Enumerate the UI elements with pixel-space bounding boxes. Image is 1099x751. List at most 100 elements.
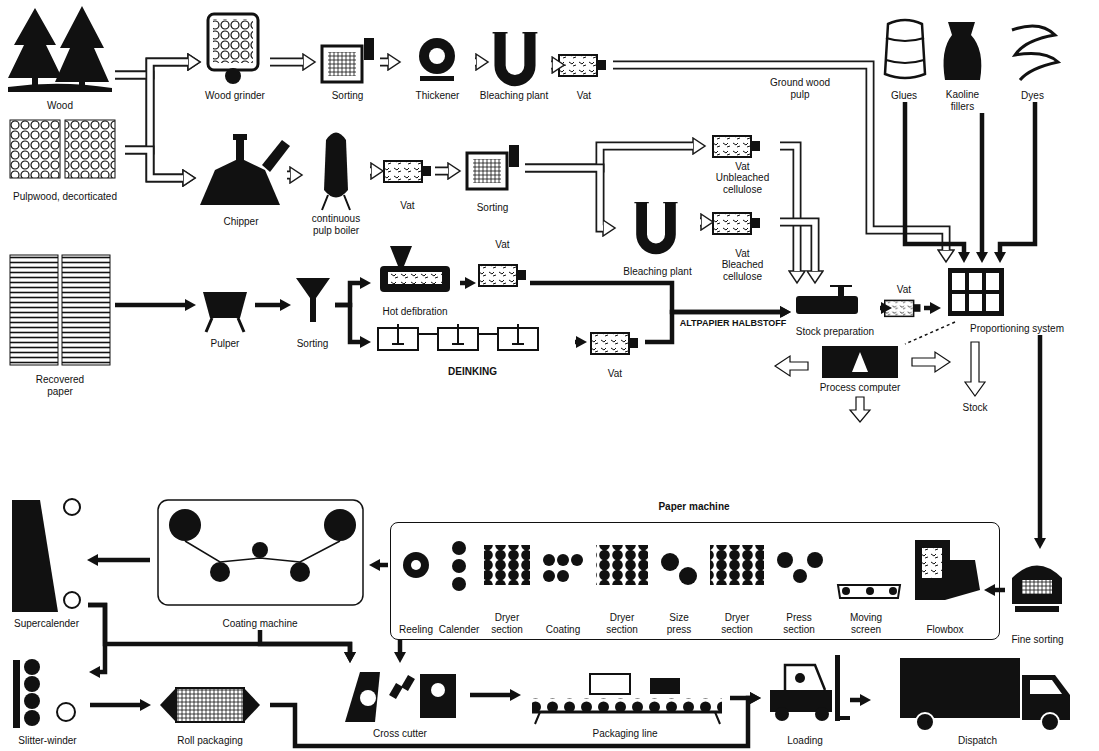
- flow-arrow: [260, 630, 350, 652]
- paper-machine-rolls: [571, 554, 583, 566]
- packaging-line-icon: [590, 674, 630, 694]
- defibrator-icon: [380, 266, 450, 292]
- station-label: DEINKING: [448, 366, 497, 378]
- supercalender-icon: [64, 592, 80, 608]
- note-label: Stock: [960, 402, 989, 414]
- truck-icon: [1030, 680, 1062, 694]
- flow-arrow: [780, 222, 815, 271]
- stock-prep-icon: [796, 296, 858, 314]
- paper-machine-rolls: [889, 587, 897, 595]
- flow-label: ALTPAPIER HALBSTOFF: [678, 318, 789, 328]
- station-label: Cross cutter: [373, 728, 427, 740]
- flow-arrow: [780, 222, 815, 271]
- packaging-line-icon: [535, 712, 720, 724]
- vat-icon: [713, 213, 760, 234]
- vat-icon: [713, 136, 760, 157]
- cross-cutter-icon: [345, 672, 456, 722]
- paper-machine-rolls: [922, 548, 942, 578]
- paper-machine-rolls: [557, 570, 569, 582]
- station-label: Vat: [735, 161, 749, 173]
- flow-arrow: [435, 171, 448, 172]
- process-station: Pulpwood, decorticated: [5, 115, 125, 203]
- process-station: continuous pulp boiler: [302, 125, 370, 237]
- pulper-icon: [203, 292, 247, 332]
- machine-frame: [390, 522, 1000, 640]
- barrel-icon: [885, 20, 925, 78]
- process-station: Coating machine: [150, 495, 370, 630]
- flow-arrow: [370, 168, 371, 174]
- process-station: Press section: [770, 525, 828, 636]
- tree-icon: [8, 84, 112, 92]
- paper-machine-rolls: [452, 541, 466, 555]
- station-label: Calender: [439, 624, 480, 636]
- paper-machine-rolls: [411, 560, 421, 570]
- flow-arrow: [460, 283, 465, 284]
- station-label: Bleached cellulose: [718, 259, 768, 282]
- process-station: Sorting: [290, 270, 335, 350]
- station-label: Recovered paper: [35, 374, 85, 397]
- coating-machine-icon: [169, 509, 201, 541]
- cross-cutter-icon: [345, 672, 380, 722]
- machine-group: Paper machineReelingCalenderDryer sectio…: [388, 500, 1000, 640]
- flow-arrow: [700, 222, 701, 223]
- flow-arrow: [270, 58, 303, 67]
- flow-arrow: [475, 59, 476, 65]
- flow-arrow: [380, 59, 388, 65]
- flow-arrow: [1000, 102, 1035, 252]
- flow-arrow: [435, 168, 448, 174]
- station-label: Moving screen: [846, 612, 886, 635]
- flow-arrow: [1000, 102, 1035, 252]
- process-station: Vat: [380, 150, 435, 212]
- flow-arrow: [780, 222, 815, 271]
- station-label: Coating machine: [222, 618, 297, 630]
- paper-machine-rolls: [452, 577, 466, 591]
- paper-machine-rolls: [452, 559, 466, 573]
- station-label: Glues: [891, 90, 917, 102]
- process-station: Vat: [475, 238, 530, 296]
- flow-arrow: [850, 700, 860, 701]
- coating-machine-icon: [324, 509, 356, 541]
- forklift-icon: [840, 716, 850, 720]
- tree-icon: [55, 6, 109, 82]
- process-station: VatBleached cellulose: [705, 203, 780, 283]
- flow-arrow: [475, 58, 476, 67]
- flow-arrow: [525, 168, 603, 228]
- fine-sorting-icon: [1022, 580, 1052, 594]
- cross-cutter-icon: [431, 683, 445, 697]
- flow-arrow: [475, 62, 476, 63]
- process-station: Slitter-winder: [5, 655, 90, 747]
- station-label: Vat: [577, 90, 591, 102]
- station-label: Stock preparation: [796, 326, 874, 338]
- process-station: Bleaching plant: [615, 200, 700, 278]
- process-station: Dryer section: [594, 525, 650, 636]
- station-label: Thickener: [416, 90, 460, 102]
- paper-machine-rolls: [807, 552, 823, 568]
- station-label: Reeling: [399, 624, 433, 636]
- flow-arrow: [551, 65, 552, 66]
- station-label: Supercalender: [14, 618, 79, 630]
- sorting-icon: [467, 145, 519, 189]
- flow-arrow: [530, 283, 780, 312]
- process-station: Flowbox: [905, 525, 985, 636]
- computer-icon: [912, 352, 950, 372]
- flow-arrow: [995, 588, 1005, 593]
- flow-arrow: [380, 62, 388, 63]
- paper-machine-rolls: [915, 540, 980, 600]
- process-station: Dryer section: [482, 525, 532, 636]
- dye-icon: [1012, 26, 1058, 80]
- station-label: Vat: [897, 284, 911, 296]
- station-label: Paper machine: [658, 501, 729, 513]
- proportioning-icon: [952, 294, 965, 311]
- flow-arrow: [335, 305, 360, 342]
- truck-icon: [1041, 713, 1059, 731]
- process-station: Bleaching plant: [477, 30, 551, 102]
- proportioning-icon: [948, 268, 1004, 316]
- slitter-winder-icon: [13, 659, 75, 728]
- flow-arrow: [125, 62, 188, 150]
- process-station: Calender: [436, 525, 483, 636]
- station-label: Sorting: [477, 202, 509, 214]
- stock-prep-icon: [796, 286, 858, 314]
- coating-machine-icon: [210, 562, 230, 582]
- roll-packaging-icon: [244, 688, 260, 722]
- process-station: Fine sorting: [1005, 548, 1070, 646]
